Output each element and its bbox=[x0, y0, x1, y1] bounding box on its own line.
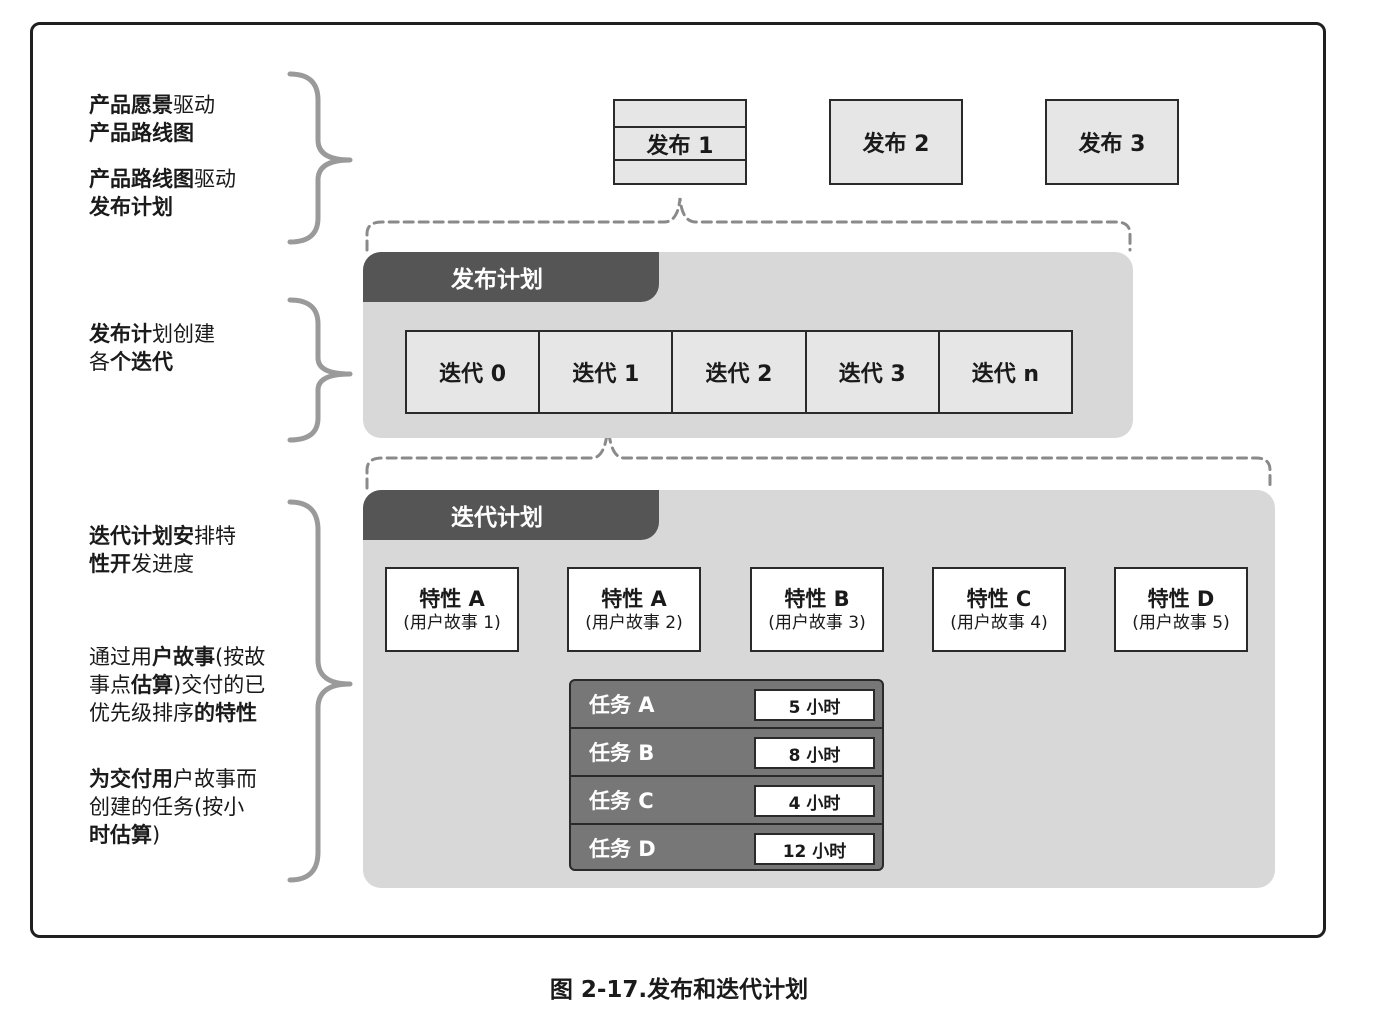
task-hours: 4 小时 bbox=[754, 785, 875, 817]
feature-story: (用户故事 2) bbox=[585, 612, 683, 633]
task-row: 任务 C 4 小时 bbox=[571, 777, 882, 825]
feature-1: 特性 A (用户故事 1) bbox=[385, 567, 519, 652]
feature-name: 特性 B bbox=[784, 586, 850, 611]
feature-story: (用户故事 4) bbox=[950, 612, 1048, 633]
feature-name: 特性 C bbox=[966, 586, 1032, 611]
iteration-row: 迭代 0 迭代 1 迭代 2 迭代 3 迭代 n bbox=[405, 330, 1073, 414]
note-tasks: 为交付用户故事而 创建的任务(按小 时估算) bbox=[89, 767, 257, 847]
feature-4: 特性 C (用户故事 4) bbox=[932, 567, 1066, 652]
task-name: 任务 A bbox=[589, 693, 655, 717]
note-release-creates-iterations: 发布计划创建 各个迭代 bbox=[89, 322, 215, 374]
feature-2: 特性 A (用户故事 2) bbox=[567, 567, 701, 652]
note-vision-drives-roadmap: 产品愿景驱动 产品路线图 bbox=[89, 93, 215, 145]
task-hours: 5 小时 bbox=[754, 689, 875, 721]
left-brace-bottom bbox=[287, 499, 353, 883]
dashed-brace-release bbox=[365, 197, 1132, 252]
feature-story: (用户故事 5) bbox=[1132, 612, 1230, 633]
release-2-box: 发布 2 bbox=[829, 99, 963, 185]
figure-caption: 图 2-17.发布和迭代计划 bbox=[549, 977, 809, 1003]
left-brace-top bbox=[287, 71, 353, 245]
note-iteration-schedules: 迭代计划安排特 性开发进度 bbox=[89, 524, 236, 576]
release-3-box: 发布 3 bbox=[1045, 99, 1179, 185]
task-name: 任务 D bbox=[589, 837, 656, 861]
task-row: 任务 D 12 小时 bbox=[571, 825, 882, 869]
feature-name: 特性 A bbox=[419, 586, 485, 611]
feature-name: 特性 A bbox=[601, 586, 667, 611]
iteration-n: 迭代 n bbox=[971, 362, 1040, 387]
iteration-1: 迭代 1 bbox=[540, 332, 674, 412]
left-brace-middle bbox=[287, 297, 353, 443]
release-1-box: 发布 1 bbox=[613, 99, 747, 185]
release-plan-title: 发布计划 bbox=[363, 252, 659, 302]
note-user-stories: 通过用户故事(按故 事点估算)交付的已 优先级排序的特性 bbox=[89, 645, 266, 725]
feature-name: 特性 D bbox=[1147, 586, 1215, 611]
note-roadmap-drives-release: 产品路线图驱动 发布计划 bbox=[89, 167, 236, 219]
feature-5: 特性 D (用户故事 5) bbox=[1114, 567, 1248, 652]
feature-story: (用户故事 3) bbox=[768, 612, 866, 633]
task-row: 任务 A 5 小时 bbox=[571, 681, 882, 729]
iteration-plan-title: 迭代计划 bbox=[363, 490, 659, 540]
release-1-label: 发布 1 bbox=[615, 128, 745, 161]
diagram-frame bbox=[30, 22, 1326, 938]
task-name: 任务 C bbox=[589, 789, 654, 813]
feature-story: (用户故事 1) bbox=[403, 612, 501, 633]
task-hours: 8 小时 bbox=[754, 737, 875, 769]
iteration-3: 迭代 3 bbox=[807, 332, 940, 412]
task-name: 任务 B bbox=[589, 741, 655, 765]
iteration-0: 迭代 0 bbox=[407, 332, 541, 412]
feature-3: 特性 B (用户故事 3) bbox=[750, 567, 884, 652]
task-row: 任务 B 8 小时 bbox=[571, 729, 882, 777]
task-hours: 12 小时 bbox=[754, 833, 875, 865]
iteration-2: 迭代 2 bbox=[673, 332, 807, 412]
task-table: 任务 A 5 小时 任务 B 8 小时 任务 C 4 小时 任务 D 12 小时 bbox=[569, 679, 884, 871]
